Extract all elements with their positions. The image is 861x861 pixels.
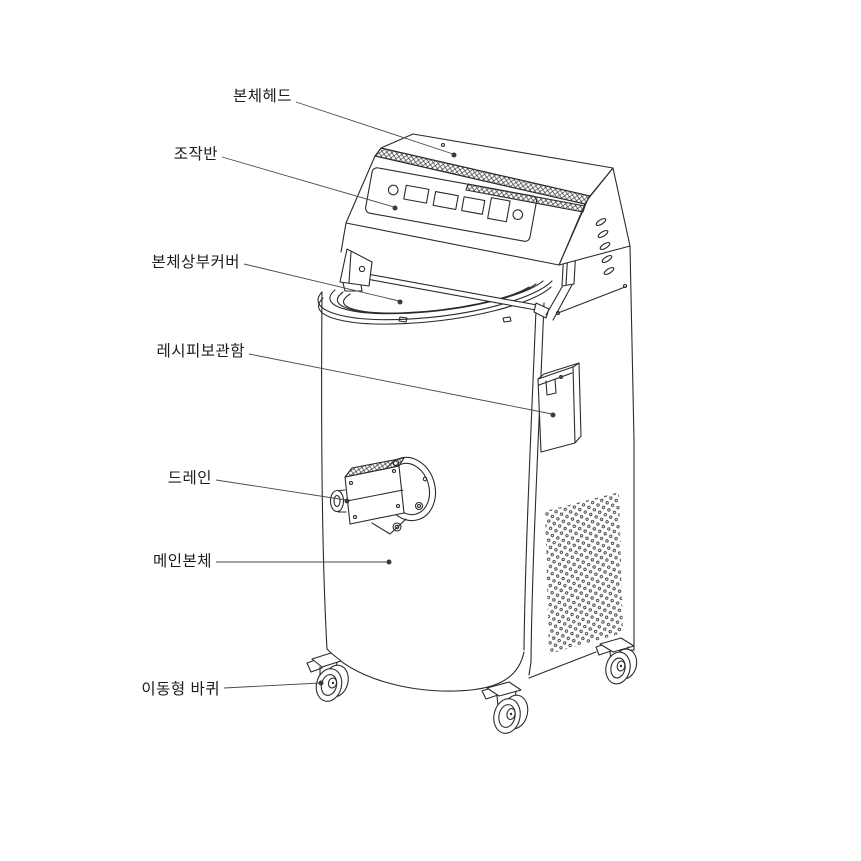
main-body-cylinder (321, 291, 537, 692)
leader-recipe-storage (248, 353, 556, 418)
part-label-recipe-storage: 레시피보관함 (156, 343, 245, 360)
panel-button-square (487, 197, 511, 223)
leader-casters (223, 680, 324, 689)
leader-body-head (295, 101, 457, 158)
part-label-casters: 이동형 바퀴 (141, 681, 220, 698)
part-label-control-panel: 조작반 (173, 146, 218, 163)
part-label-main-body: 메인본체 (152, 553, 212, 570)
panel-display-2 (432, 191, 459, 211)
drain-assembly (329, 456, 437, 535)
panel-knob-left (387, 184, 399, 196)
panel-display-1 (403, 184, 430, 204)
control-panel (365, 167, 538, 242)
caster-front-center (481, 681, 529, 734)
caster-right (595, 637, 638, 685)
machine-head (340, 133, 631, 276)
part-label-upper-cover: 본체상부커버 (151, 254, 240, 271)
panel-display-3 (461, 196, 486, 215)
panel-knob-right (512, 209, 524, 221)
leader-upper-cover (243, 263, 403, 305)
part-label-drain: 드레인 (167, 470, 212, 487)
leader-main-body (216, 559, 392, 565)
caster-front-left (306, 652, 349, 702)
leader-drain (215, 479, 350, 504)
part-label-body-head: 본체헤드 (232, 88, 292, 105)
body-upper-cover (317, 270, 553, 325)
recipe-storage-box (537, 362, 582, 453)
head-vent-slots (595, 217, 615, 276)
leader-control-panel (221, 156, 398, 211)
vent-perforation-grid (545, 492, 623, 654)
left-hinge-bracket (339, 248, 373, 292)
